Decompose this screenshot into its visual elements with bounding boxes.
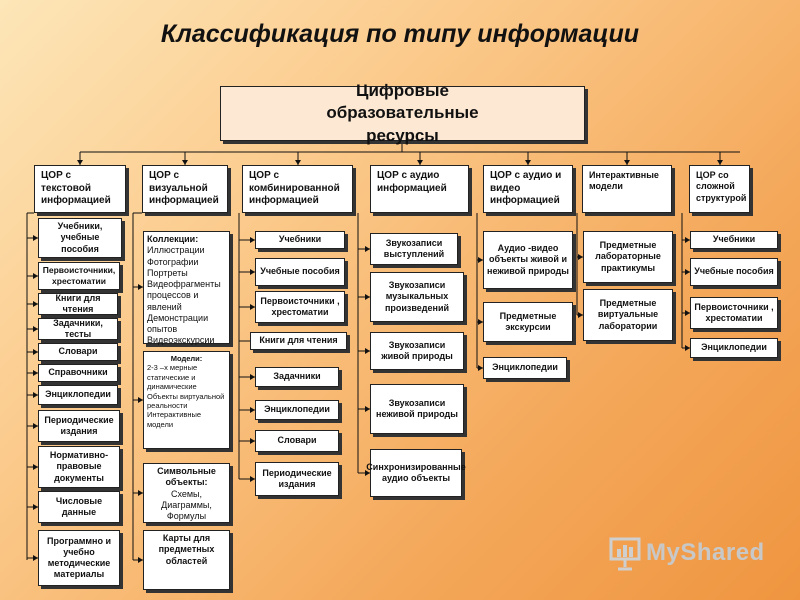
col-combined-header: ЦОР с комбинированной информацией [242, 165, 353, 213]
visual-item: Карты для предметных областей [143, 530, 230, 590]
arrow-head [578, 312, 583, 318]
arrow-head [365, 348, 370, 354]
col-audiovideo-header: ЦОР с аудио и видео информацией [483, 165, 573, 213]
arrow-head [33, 504, 38, 510]
arrow-head [77, 160, 83, 165]
combined-item: Словари [255, 430, 339, 452]
visual-item: Модели: 2-3 –х мерные статические и дина… [143, 351, 230, 449]
interactive-item: Предметные виртуальные лаборатории [583, 289, 673, 341]
arrow-head [250, 374, 255, 380]
complex-item: Первоисточники , хрестоматии [690, 297, 778, 329]
arrow-head [33, 423, 38, 429]
arrow-head [685, 310, 690, 316]
text-item: Учебники, учебные пособия [38, 218, 122, 258]
visual-item: Коллекции: Иллюстрации Фотографии Портре… [143, 231, 230, 345]
text-item: Нормативно-правовые документы [38, 446, 120, 488]
arrow-head [478, 257, 483, 263]
audio-item: Звукозаписи живой природы [370, 332, 464, 370]
arrow-head [33, 555, 38, 561]
arrow-head [138, 557, 143, 563]
arrow-head [365, 294, 370, 300]
arrow-head [717, 160, 723, 165]
arrow-head [365, 406, 370, 412]
complex-item: Учебные пособия [690, 258, 778, 286]
combined-item: Книги для чтения [250, 332, 347, 350]
arrow-head [33, 392, 38, 398]
interactive-item: Предметные лабораторные практикумы [583, 231, 673, 283]
text-item: Задачники, тесты [38, 318, 118, 340]
root-box: Цифровые образовательные ресурсы [220, 81, 585, 145]
arrow-head [182, 160, 188, 165]
complex-item: Учебники [690, 231, 778, 249]
arrow-head [250, 438, 255, 444]
audio-item: Звукозаписи неживой природы [370, 384, 464, 434]
arrow-head [138, 490, 143, 496]
arrow-head [250, 407, 255, 413]
arrow-head [138, 284, 143, 290]
arrow-head [250, 476, 255, 482]
audio-item: Звукозаписи музыкальных произведений [370, 272, 464, 322]
arrow-head [33, 235, 38, 241]
complex-item: Энциклопедии [690, 338, 778, 358]
combined-item: Периодические издания [255, 462, 339, 496]
arrow-head [138, 397, 143, 403]
text-item: Справочники [38, 364, 118, 382]
combined-item: Задачники [255, 367, 339, 387]
audiovideo-item: Аудио -видео объекты живой и неживой при… [483, 231, 573, 289]
text-item: Периодические издания [38, 410, 120, 442]
slide-title: Классификация по типу информации [160, 20, 640, 48]
combined-item: Энциклопедии [255, 400, 339, 420]
arrow-head [525, 160, 531, 165]
arrow-head [365, 470, 370, 476]
arrow-head [33, 464, 38, 470]
logo-text: MyShared [646, 539, 765, 566]
arrow-head [685, 237, 690, 243]
combined-item: Учебные пособия [255, 258, 345, 286]
audiovideo-item: Энциклопедии [483, 357, 567, 379]
audio-item: Звукозаписи выступлений [370, 233, 458, 265]
col-complex-header: ЦОР со сложной структурой [689, 165, 750, 213]
visual-item: Символьные объекты: Схемы, Диаграммы, Фо… [143, 463, 230, 523]
arrow-head [685, 269, 690, 275]
arrow-head [685, 345, 690, 351]
arrow-head [33, 349, 38, 355]
combined-item: Первоисточники , хрестоматии [255, 291, 345, 323]
text-item: Книги для чтения [38, 293, 118, 315]
text-item: Программно и учебно методические материа… [38, 530, 120, 586]
text-item: Словари [38, 343, 118, 361]
arrow-head [33, 301, 38, 307]
arrow-head [578, 254, 583, 260]
col-text-header: ЦОР с текстовой информацией [34, 165, 126, 213]
col-audio-header: ЦОР с аудио информацией [370, 165, 469, 213]
arrow-head [33, 273, 38, 279]
root-label: Цифровые образовательные ресурсы [326, 81, 479, 145]
text-item: Первоисточники, хрестоматии [38, 262, 120, 290]
arrow-head [250, 237, 255, 243]
combined-item: Учебники [255, 231, 345, 249]
text-item: Числовые данные [38, 491, 120, 523]
presentation-icon [609, 537, 641, 571]
arrow-head [365, 246, 370, 252]
audio-item: Синхронизированные аудио объекты [366, 449, 466, 497]
audiovideo-item: Предметные экскурсии [483, 302, 573, 342]
arrow-head [295, 160, 301, 165]
arrow-head [33, 326, 38, 332]
arrow-head [250, 269, 255, 275]
col-visual-header: ЦОР с визуальной информацией [142, 165, 228, 213]
text-item: Энциклопедии [38, 385, 118, 405]
arrow-head [478, 319, 483, 325]
arrow-head [33, 370, 38, 376]
arrow-head [624, 160, 630, 165]
myshared-logo: MyShared [608, 532, 778, 574]
col-interactive-header: Интерактивные модели [582, 165, 672, 213]
arrow-head [478, 365, 483, 371]
arrow-head [250, 304, 255, 310]
arrow-head [417, 160, 423, 165]
